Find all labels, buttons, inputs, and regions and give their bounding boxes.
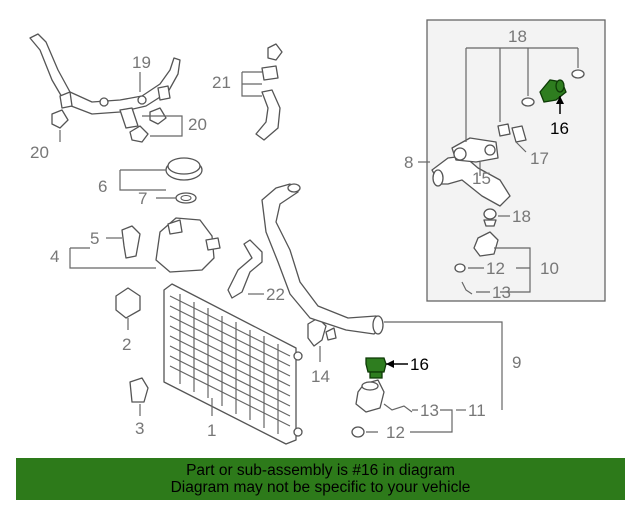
callout-22: 22 [266,285,285,304]
callout-4: 4 [50,247,59,266]
callout-6: 6 [98,177,107,196]
radiator-bracket-2[interactable] [115,287,141,319]
callout-18-mid: 18 [512,207,531,226]
callout-16-lower: 16 [410,355,429,374]
callout-9: 9 [512,353,521,372]
callout-12-lower: 12 [386,423,405,442]
pipe-clip-20a[interactable] [51,109,69,129]
reservoir-cap[interactable] [165,157,203,181]
cap-seal[interactable] [175,192,197,204]
fitting-17[interactable] [497,123,527,143]
callout-1: 1 [207,421,216,440]
callout-20b: 20 [188,115,207,134]
callout-5: 5 [90,229,99,248]
callout-14: 14 [311,367,330,386]
callout-20a: 20 [30,143,49,162]
connector-10[interactable] [473,231,499,257]
banner-line-2: Diagram may not be specific to your vehi… [170,479,471,496]
coolant-pipe-assembly[interactable] [29,33,181,129]
callout-18-top: 18 [508,27,527,46]
callout-7: 7 [138,189,147,208]
small-hose-13-lower[interactable] [383,403,413,413]
callout-11: 11 [468,401,486,420]
callout-10: 10 [540,259,559,278]
lower-radiator-hose[interactable] [261,183,384,335]
callout-13-lower: 13 [420,401,439,420]
banner-line-1: Part or sub-assembly is #16 in diagram [186,462,455,479]
info-banner: Part or sub-assembly is #16 in diagram D… [16,458,625,500]
callout-13-upper: 13 [492,283,511,302]
radiator[interactable] [163,283,303,445]
coolant-hose-22[interactable] [227,239,263,299]
tank-bracket[interactable] [121,225,141,259]
callout-8: 8 [404,153,413,172]
pipe-clip-20b[interactable] [129,125,149,143]
oring-18-a[interactable] [521,97,535,107]
oring-12-upper[interactable] [454,263,466,273]
callout-12-upper: 12 [486,259,505,278]
oring-18-c[interactable] [483,208,497,227]
oring-18-b[interactable] [571,69,585,79]
t-connector-lower[interactable] [355,379,385,413]
small-hose-13-upper[interactable] [461,281,473,295]
callout-19: 19 [132,53,151,72]
coolant-hose-21[interactable] [255,43,283,141]
callout-2: 2 [122,335,131,354]
callout-17: 17 [530,149,549,168]
radiator-bracket-3[interactable] [129,377,149,403]
callout-3: 3 [135,419,144,438]
oring-12-lower[interactable] [351,426,365,438]
callout-15: 15 [472,169,491,188]
callout-21: 21 [212,73,231,92]
parts-diagram: 20 19 20 21 6 7 4 5 2 3 1 22 14 9 16 13 … [29,19,606,445]
expansion-tank[interactable] [155,217,221,273]
callout-16-upper: 16 [550,119,569,138]
coolant-flange-15[interactable] [451,137,499,163]
highlighted-part-16-lower[interactable] [365,357,387,379]
